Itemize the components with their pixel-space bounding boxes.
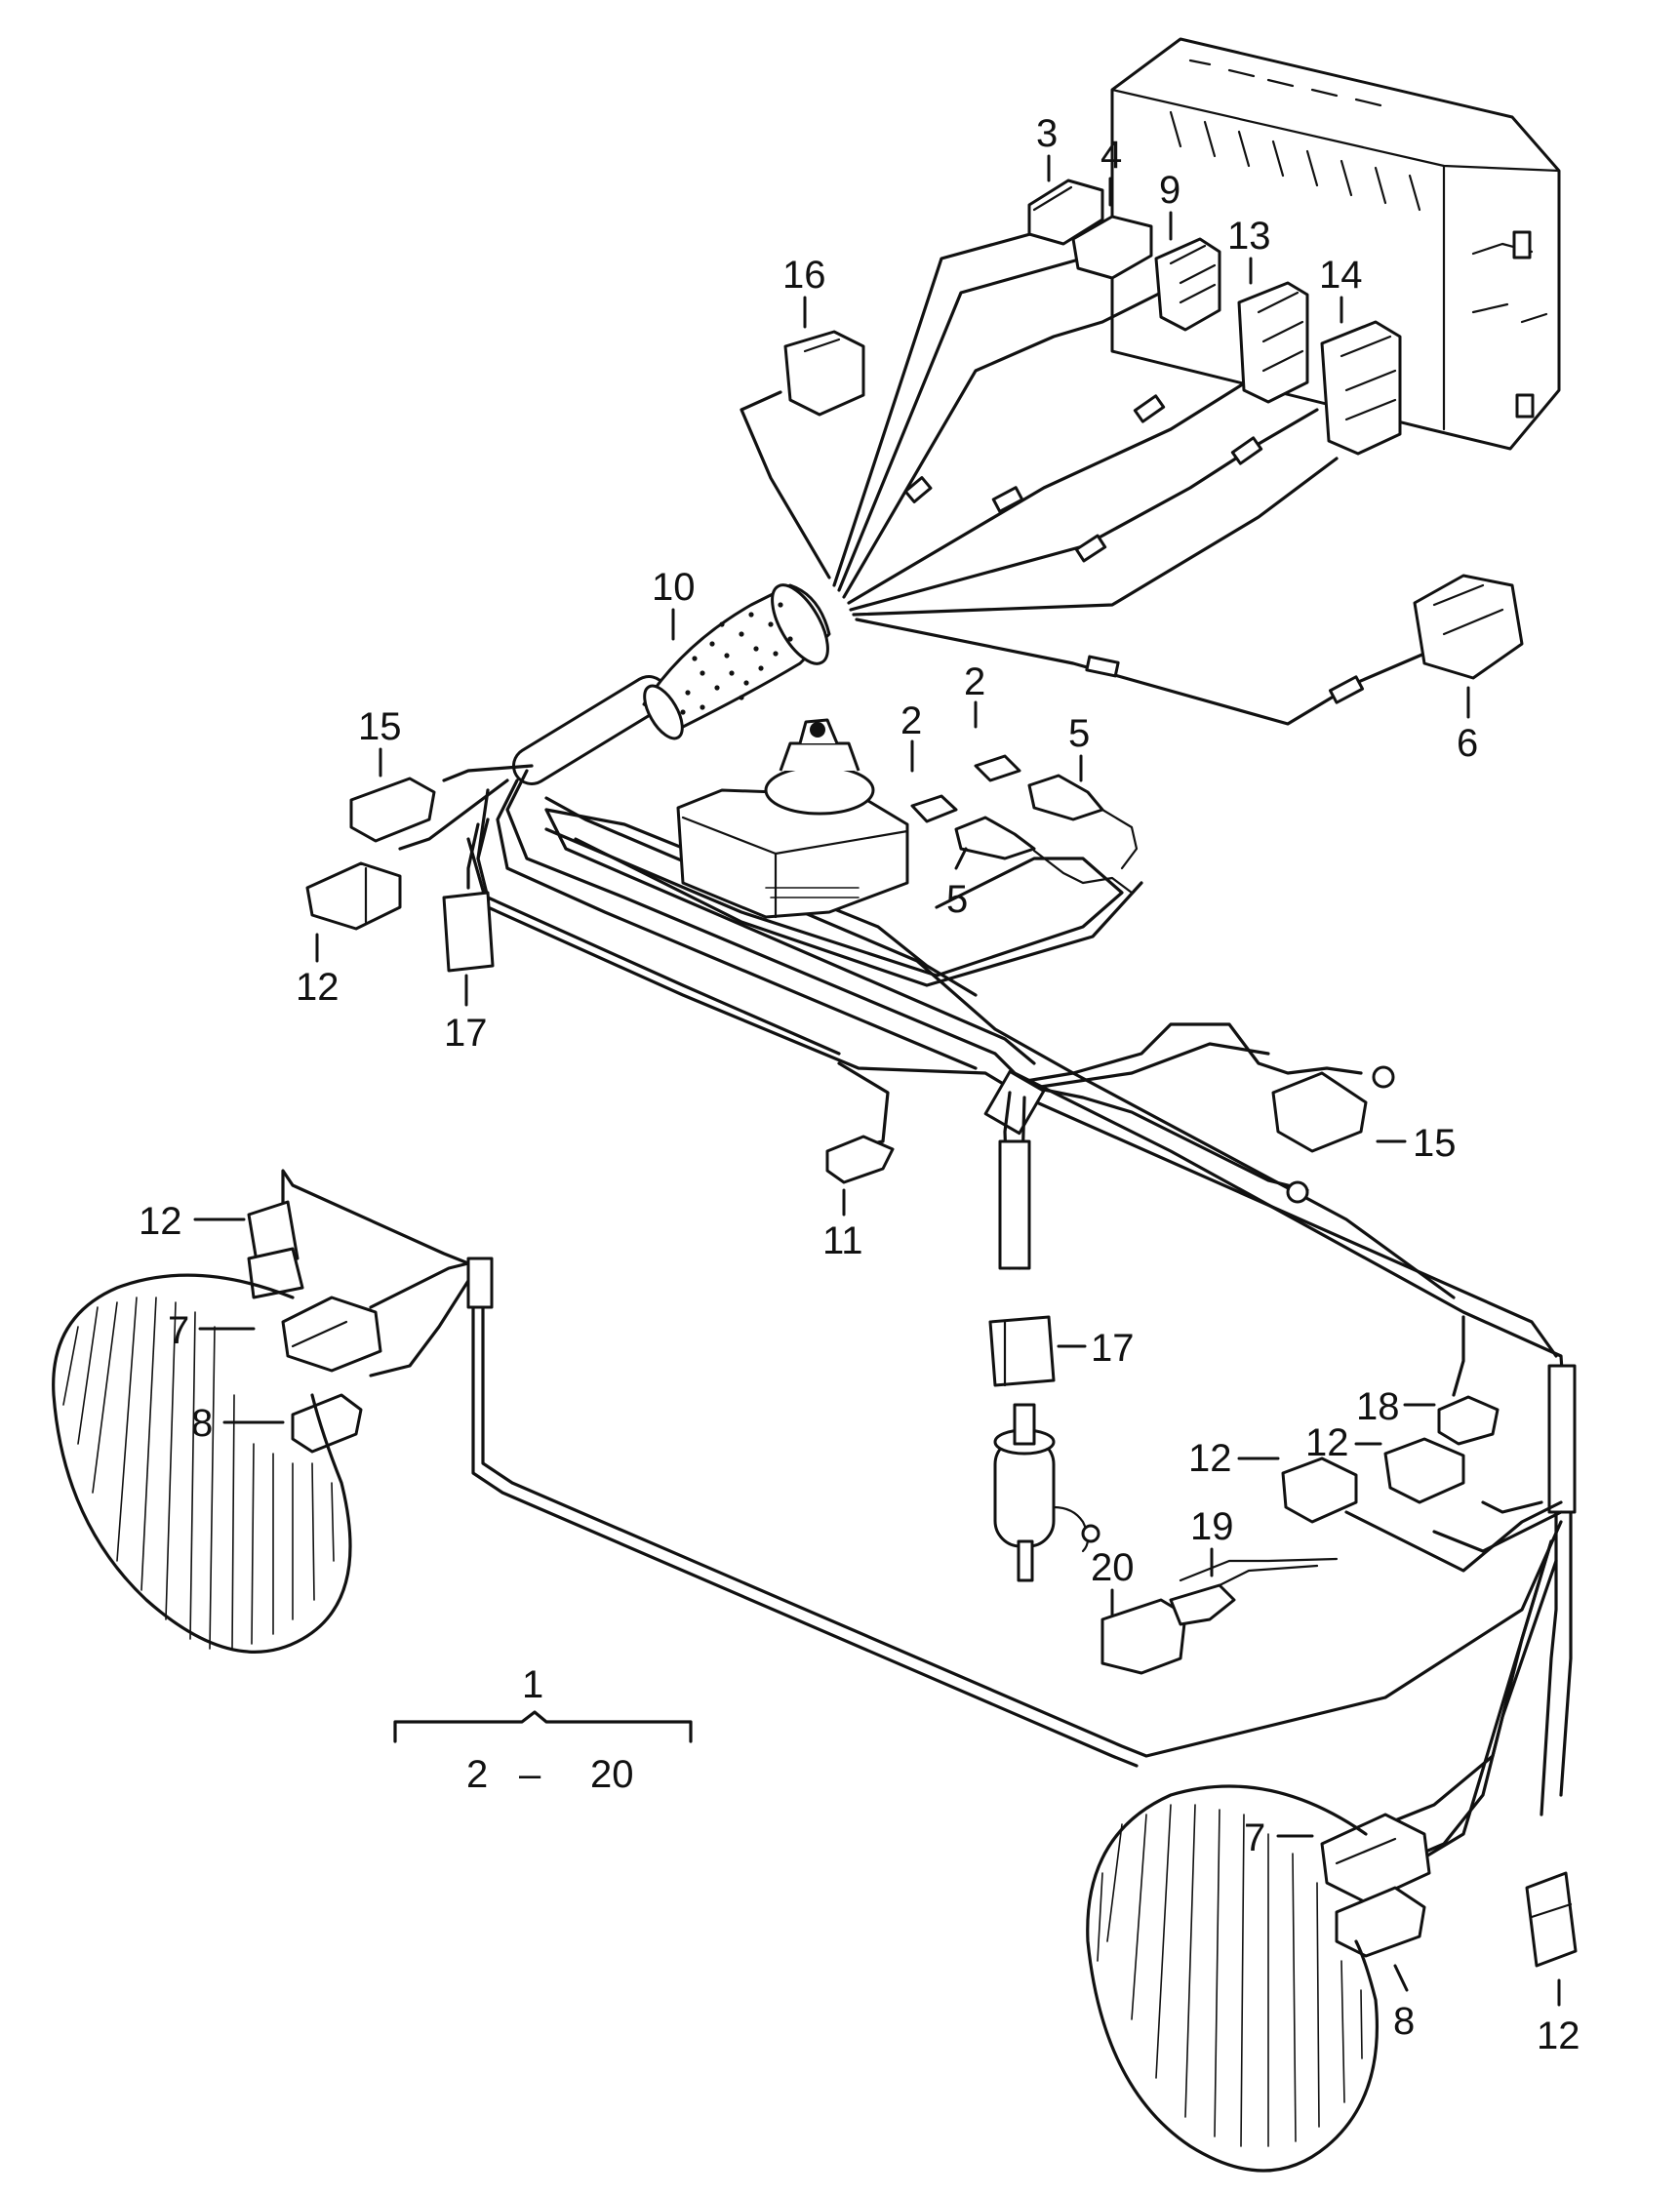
- callout-2: 2: [964, 660, 985, 703]
- callout-19: 19: [1190, 1505, 1234, 1548]
- washer-pump-icon: [993, 1403, 1100, 1582]
- callout-5: 5: [946, 878, 968, 921]
- callout-8: 8: [191, 1402, 213, 1445]
- callout-6: 6: [1457, 722, 1478, 765]
- callout-12: 12: [1537, 2015, 1580, 2057]
- callout-14: 14: [1319, 254, 1363, 297]
- callout-9: 9: [1159, 169, 1180, 212]
- callout-18: 18: [1356, 1385, 1400, 1428]
- horn-icon: [676, 718, 909, 919]
- headlight-icon: [52, 1273, 1380, 2173]
- callout-11: 11: [822, 1219, 863, 1262]
- assembly-range-from: 2: [466, 1753, 488, 1796]
- callout-17: 17: [1091, 1327, 1135, 1370]
- callout-17: 17: [444, 1012, 488, 1055]
- callout-16: 16: [782, 254, 826, 297]
- callout-3: 3: [1036, 112, 1058, 155]
- assembly-range-to: 20: [590, 1753, 634, 1796]
- callout-13: 13: [1227, 215, 1271, 258]
- callout-7: 7: [1244, 1816, 1265, 1859]
- callout-15: 15: [358, 705, 402, 748]
- callout-10: 10: [652, 566, 696, 609]
- assembly-range-dash: –: [519, 1753, 541, 1796]
- callout-8: 8: [1393, 2000, 1415, 2043]
- leader-lines: [193, 154, 1561, 2007]
- callout-12: 12: [296, 966, 340, 1009]
- assembly-range-label: 1 2 – 20: [466, 1663, 634, 1796]
- callout-12: 12: [1305, 1421, 1349, 1464]
- callout-12: 12: [1188, 1437, 1232, 1480]
- callout-12: 12: [139, 1200, 182, 1243]
- callout-15: 15: [1413, 1122, 1457, 1165]
- callout-2: 2: [900, 699, 922, 742]
- connector-icon: [247, 179, 1578, 1968]
- callout-20: 20: [1091, 1546, 1135, 1589]
- assembly-number: 1: [522, 1663, 543, 1706]
- grommet-icon: [642, 583, 831, 740]
- callout-5: 5: [1068, 712, 1090, 755]
- callout-4: 4: [1100, 134, 1122, 177]
- relay-box-icon: [1110, 37, 1561, 451]
- callout-7: 7: [168, 1309, 189, 1352]
- callout-labels: 3 4 9 13 14 16 10 6 15 12 17 2 2 5 5 15 …: [139, 112, 1580, 2057]
